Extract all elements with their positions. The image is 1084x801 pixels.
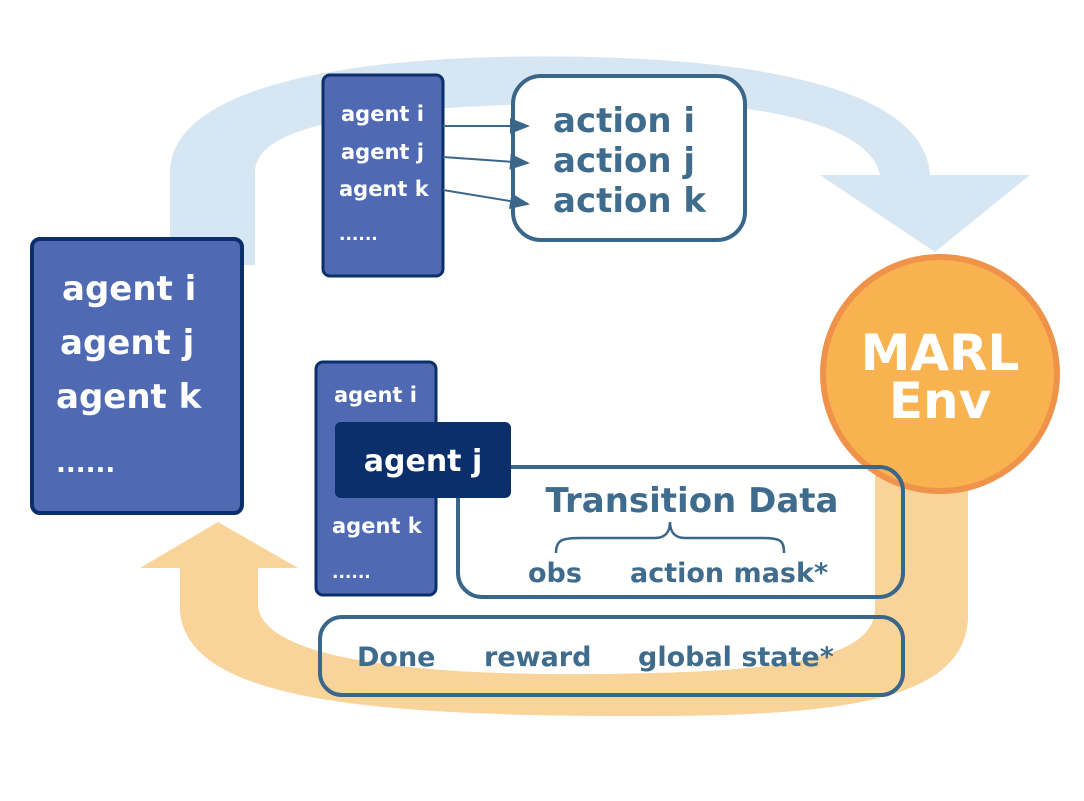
transition-brace [554,521,786,554]
action-mask-label: action mask* [630,558,828,589]
action-i: action i [553,101,695,141]
action-k: action k [553,181,707,221]
reward-label: reward [484,642,591,673]
env-label-env: Env [889,372,991,430]
left-ellipsis: ...... [56,449,115,479]
top-agent-j: agent j [341,140,424,164]
env-output-box [318,615,905,697]
left-agent-j: agent j [60,323,194,363]
bottom-agent-k: agent k [332,514,423,538]
left-agent-list-box [30,237,244,515]
bottom-flow-arrow [140,455,968,717]
done-label: Done [357,642,436,673]
marl-env-circle [820,254,1060,494]
top-agent-i: agent i [341,102,424,126]
global-state-label: global state* [638,642,834,673]
transition-title: Transition Data [546,481,839,521]
bottom-ellipsis: ...... [332,563,371,583]
left-agent-i: agent i [62,269,196,309]
highlighted-agent-j: agent j [364,444,483,479]
highlighted-agent-j-box [335,422,511,498]
top-agent-list-box [321,73,445,278]
transition-data-box [456,465,905,599]
top-agent-k: agent k [339,177,430,201]
left-agent-k: agent k [56,377,203,417]
action-j: action j [553,141,695,181]
arrow-agent-k-to-action-k [442,189,530,209]
top-ellipsis: ...... [339,225,378,245]
env-label-marl: MARL [861,324,1020,382]
arrow-agent-j-to-action-j [442,153,530,170]
bottom-agent-i: agent i [334,383,417,407]
obs-label: obs [528,558,582,589]
